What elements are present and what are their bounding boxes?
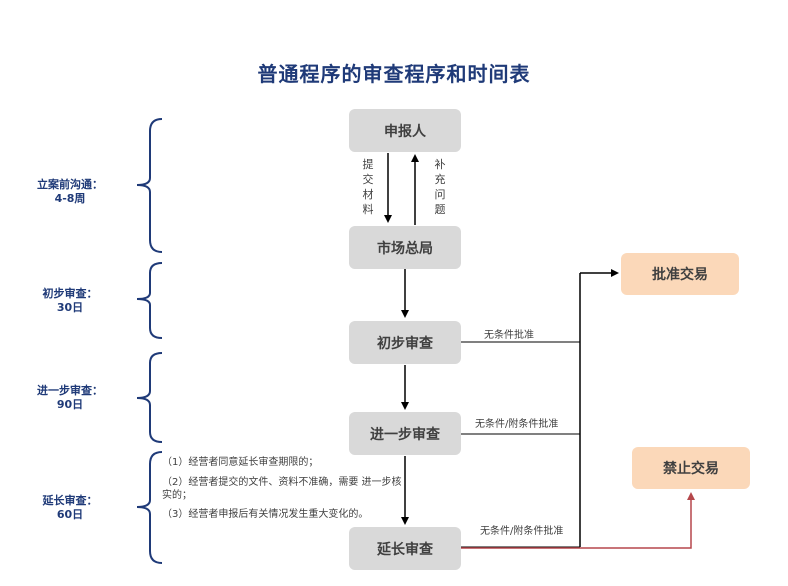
- phase-pre-filing-name: 立案前沟通：: [37, 178, 103, 191]
- phase-preliminary-name: 初步审查：: [42, 287, 98, 300]
- node-approve-transaction: 批准交易: [621, 253, 739, 295]
- phase-further-name: 进一步审查：: [37, 384, 103, 397]
- phase-bracket-further: [136, 352, 163, 443]
- label-unconditional-approval: 无条件批准: [484, 330, 534, 341]
- phase-bracket-extended: [136, 451, 163, 564]
- phase-extended-name: 延长审查：: [42, 494, 98, 507]
- prohibit-arrow: [461, 492, 695, 549]
- extension-condition-3: （3）经营者申报后有关情况发生重大变化的。: [162, 509, 369, 520]
- phase-extended-duration: 60日: [56, 508, 84, 521]
- supplement-label: 补充问题: [434, 158, 446, 216]
- label-further-approval: 无条件/附条件批准: [475, 419, 559, 430]
- node-applicant: 申报人: [349, 109, 461, 152]
- phase-further-duration: 90日: [56, 398, 84, 411]
- phase-pre-filing-duration: 4-8周: [54, 192, 86, 205]
- submit-label: 提交材料: [362, 158, 374, 216]
- extension-condition-2: （2）经营者提交的文件、资料不准确，需要 进一步核实的；: [162, 477, 402, 501]
- phase-preliminary-duration: 30日: [56, 301, 84, 314]
- phase-bracket-preliminary: [136, 262, 163, 339]
- node-extended-review: 延长审查: [349, 527, 461, 570]
- node-further-review: 进一步审查: [349, 412, 461, 455]
- label-extended-approval: 无条件/附条件批准: [480, 526, 564, 537]
- page-title: 普通程序的审查程序和时间表: [257, 62, 531, 86]
- node-prohibit-transaction: 禁止交易: [632, 447, 750, 489]
- node-preliminary-review: 初步审查: [349, 321, 461, 364]
- phase-pre-filing: 立案前沟通： 4-8周: [15, 178, 125, 206]
- phase-further: 进一步审查： 90日: [15, 384, 125, 412]
- phase-extended: 延长审查： 60日: [15, 494, 125, 522]
- phase-preliminary: 初步审查： 30日: [15, 287, 125, 315]
- extension-condition-1: （1）经营者同意延长审查期限的；: [162, 457, 319, 468]
- phase-bracket-pre-filing: [136, 118, 163, 253]
- node-samr: 市场总局: [349, 226, 461, 269]
